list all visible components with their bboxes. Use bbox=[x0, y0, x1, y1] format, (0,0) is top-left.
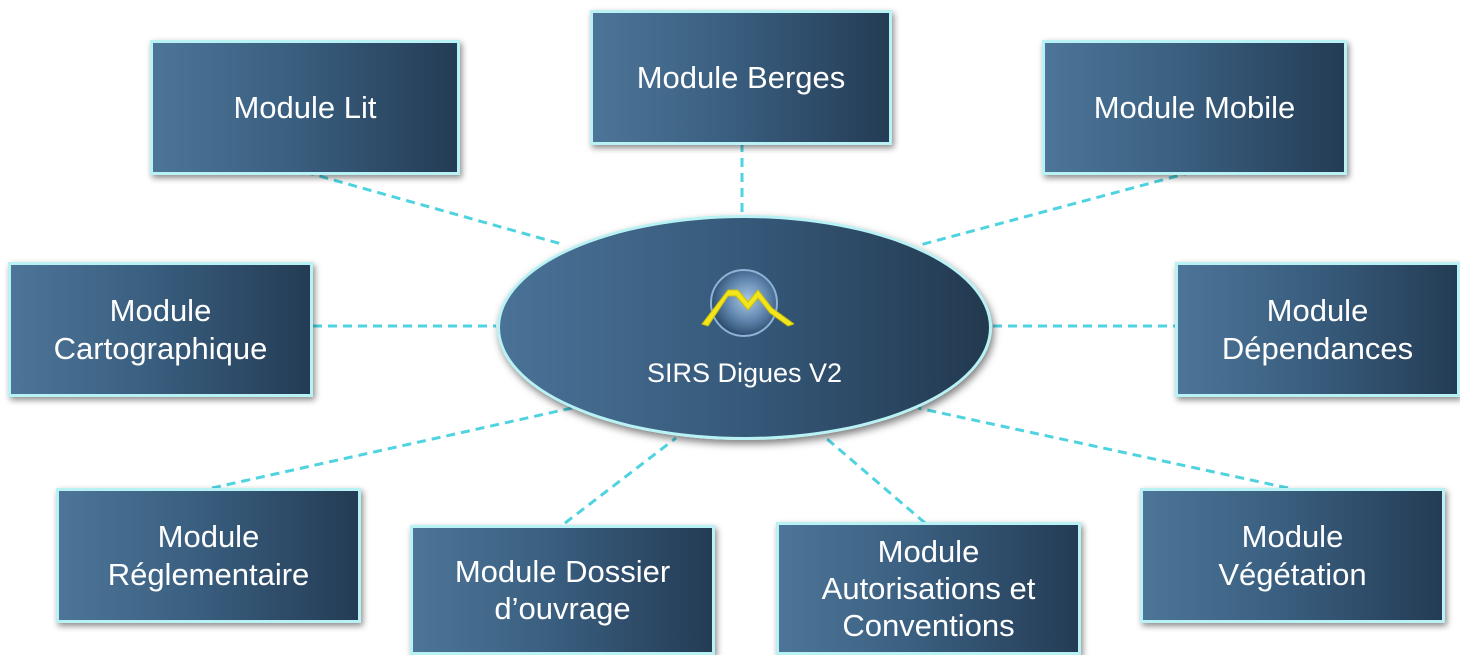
module-reglementaire-box[interactable]: Module Réglementaire bbox=[56, 488, 361, 623]
sirs-digues-center-node[interactable]: SIRS Digues V2 bbox=[497, 215, 992, 440]
module-vegetation-box[interactable]: Module Végétation bbox=[1140, 488, 1445, 623]
connector-lit bbox=[304, 170, 566, 247]
module-autorisations-conventions-label: Module Autorisations et Conventions bbox=[821, 533, 1036, 644]
module-autorisations-conventions-box[interactable]: Module Autorisations et Conventions bbox=[776, 522, 1081, 655]
module-berges-label: Module Berges bbox=[636, 59, 846, 95]
module-lit-label: Module Lit bbox=[233, 89, 377, 125]
connector-vegetation bbox=[917, 406, 1289, 490]
connector-mobile bbox=[919, 170, 1193, 247]
connector-reglementaire bbox=[211, 406, 573, 490]
module-dependances-label: Module Dépendances bbox=[1221, 293, 1414, 366]
connector-dossier-ouvrage bbox=[564, 436, 677, 525]
module-dossier-ouvrage-label: Module Dossier d’ouvrage bbox=[454, 553, 671, 626]
module-mobile-label: Module Mobile bbox=[1093, 89, 1296, 125]
module-berges-box[interactable]: Module Berges bbox=[590, 10, 892, 145]
module-mobile-box[interactable]: Module Mobile bbox=[1042, 40, 1347, 175]
center-title: SIRS Digues V2 bbox=[646, 358, 843, 388]
module-cartographique-box[interactable]: Module Cartographique bbox=[8, 262, 313, 397]
connector-autorisations-conventions bbox=[825, 436, 926, 525]
sirs-digues-logo-icon bbox=[701, 269, 794, 337]
module-dependances-box[interactable]: Module Dépendances bbox=[1175, 262, 1460, 397]
module-vegetation-label: Module Végétation bbox=[1218, 519, 1367, 592]
module-reglementaire-label: Module Réglementaire bbox=[107, 519, 310, 592]
module-cartographique-label: Module Cartographique bbox=[53, 293, 268, 366]
module-dossier-ouvrage-box[interactable]: Module Dossier d’ouvrage bbox=[410, 525, 715, 655]
module-lit-box[interactable]: Module Lit bbox=[150, 40, 460, 175]
